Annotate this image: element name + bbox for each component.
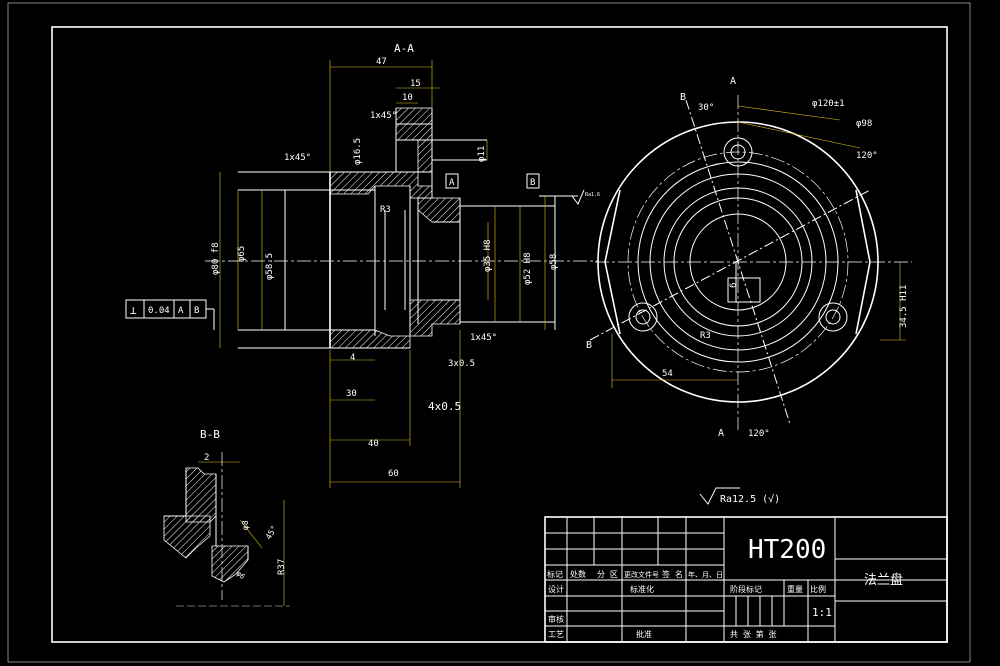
tolerance-datum-b: B xyxy=(194,306,199,316)
title-row-sign: 签 名 xyxy=(662,569,683,579)
dim-phi58-right: φ58 xyxy=(549,254,559,270)
dim-phi52: φ52 H8 xyxy=(523,252,533,285)
roughness-mark-section: Ra1.6 xyxy=(585,192,600,198)
dim-60: 60 xyxy=(388,469,399,479)
title-material: HT200 xyxy=(748,535,826,565)
dim-4x05: 4x0.5 xyxy=(428,400,461,413)
dim-47: 47 xyxy=(376,57,387,67)
title-sheets: 共 张 第 张 xyxy=(730,629,776,639)
view-mark-b-bottom: B xyxy=(586,340,592,351)
view-mark-a-top: A xyxy=(730,76,736,87)
plan-view: A A B B φ120±1 φ98 30° 120° 120° 54 34.5… xyxy=(586,76,912,439)
dim-bb-phi8: φ8 xyxy=(241,520,250,530)
bb-hatch xyxy=(185,467,217,523)
dim-bb-45: 45° xyxy=(264,524,279,541)
tolerance-symbol: ⊥ xyxy=(130,304,137,317)
dim-r3: R3 xyxy=(380,205,391,215)
dim-phi16-5: φ16.5 xyxy=(353,138,363,165)
dim-r3-plan: R3 xyxy=(700,331,711,341)
inner-border xyxy=(51,26,948,643)
title-row-date: 年、月、日 xyxy=(688,570,723,579)
section-view-aa: A-A xyxy=(125,42,600,488)
dim-10: 10 xyxy=(402,93,413,103)
title-row-count: 处数 xyxy=(570,569,586,579)
tolerance-frame: ⊥ 0.04 A B xyxy=(125,299,215,330)
title-row-change: 更改文件号 xyxy=(624,570,659,579)
title-block: HT200 法兰盘 1:1 标记 处数 分 区 更改文件号 签 名 年、月、日 … xyxy=(544,516,948,643)
dim-phi35: φ35 H8 xyxy=(483,239,493,272)
dim-34-5: 34.5 H11 xyxy=(899,285,909,328)
dim-phi11: φ11 xyxy=(477,146,487,162)
title-row-zone: 分 区 xyxy=(597,570,618,579)
dim-4: 4 xyxy=(350,353,355,363)
dim-c1x45-top: 1x45° xyxy=(370,111,397,121)
dim-phi58-5: φ58.5 xyxy=(265,253,275,280)
datum-a-box: A xyxy=(449,178,455,188)
title-weight: 重量 xyxy=(787,584,803,594)
title-row-mark: 标记 xyxy=(547,569,563,579)
view-mark-a-bottom: A xyxy=(718,428,724,439)
dim-phi98: φ98 xyxy=(856,119,872,129)
dim-54: 54 xyxy=(662,369,673,379)
title-check: 审核 xyxy=(548,614,564,624)
view-mark-b-top: B xyxy=(680,92,686,103)
title-scale: 1:1 xyxy=(812,606,832,619)
dim-ang30: 30° xyxy=(698,103,714,113)
dim-40: 40 xyxy=(368,439,379,449)
dim-bb-2: 2 xyxy=(204,453,209,463)
dim-c1x45-bottom: 1x45° xyxy=(470,333,497,343)
title-standardize: 标准化 xyxy=(630,584,654,594)
title-process: 工艺 xyxy=(548,630,564,639)
roughness-note-text: Ra12.5 (√) xyxy=(720,493,780,505)
dim-bb-r37: R37 xyxy=(277,559,287,575)
dim-c1x45-left: 1x45° xyxy=(284,153,311,163)
dim-phi65: φ65 xyxy=(237,246,247,262)
dim-6-plan: 6 xyxy=(729,283,739,288)
section-view-bb: B-B 2 φ8 45° R37 φ6 xyxy=(163,428,290,607)
title-design: 设计 xyxy=(548,584,564,594)
title-part-name: 法兰盘 xyxy=(864,572,903,588)
dim-15: 15 xyxy=(410,79,421,89)
section-bb-label: B-B xyxy=(200,428,220,441)
section-hatch-top xyxy=(329,171,433,199)
dim-phi80: φ80 f8 xyxy=(211,242,221,275)
section-hatch-bottom xyxy=(329,329,411,349)
dim-ang120-right: 120° xyxy=(856,151,878,161)
dim-phi120: φ120±1 xyxy=(812,99,845,109)
dim-ang120-bottom: 120° xyxy=(748,429,770,439)
title-ratio: 比例 xyxy=(810,584,826,594)
title-approve: 批准 xyxy=(636,629,652,639)
dim-bb-phi6: φ6 xyxy=(235,569,247,581)
roughness-note: Ra12.5 (√) xyxy=(699,487,780,505)
datum-b-box: B xyxy=(530,178,535,188)
outer-border xyxy=(7,2,971,663)
dim-3x05: 3x0.5 xyxy=(448,359,475,369)
tolerance-value: 0.04 xyxy=(148,306,170,316)
title-stage-mark: 阶段标记 xyxy=(730,584,762,594)
section-aa-label: A-A xyxy=(394,42,414,55)
tolerance-datum-a: A xyxy=(178,306,184,316)
dim-30: 30 xyxy=(346,389,357,399)
